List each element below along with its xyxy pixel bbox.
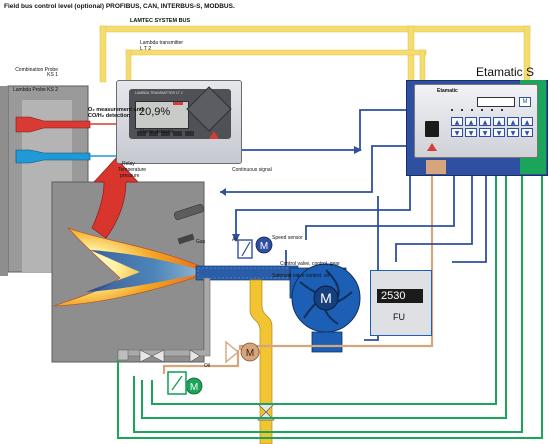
etamatic-display (477, 97, 515, 107)
etamatic-key[interactable]: ▼ (507, 128, 519, 137)
etamatic-key[interactable]: ▲ (493, 117, 505, 126)
lt-red-led (173, 102, 183, 105)
etamatic-indicator-row (451, 109, 503, 111)
gas-supply-pipe (117, 277, 211, 363)
green-motor: M (167, 371, 203, 395)
probe-ks1 (15, 116, 91, 133)
air-label: Air (232, 237, 239, 243)
etamatic-key[interactable]: ▲ (451, 117, 463, 126)
fu-display (377, 289, 423, 303)
lambda-bus-label: Lambda transmitter (140, 40, 184, 46)
frequency-converter: 2530 FU (370, 270, 432, 336)
lt-display-value: 20,9% (139, 106, 171, 118)
fieldbus-heading: Field bus control level (optional) PROFI… (4, 3, 235, 10)
tan-motor: M (225, 340, 260, 364)
tan-signal-lines (162, 172, 434, 374)
blue-signal-lines (220, 109, 487, 341)
etamatic-key[interactable]: ▼ (493, 128, 505, 137)
etamatic-tan-strip (426, 160, 446, 174)
continuous-signal-label: Continuous signal (232, 167, 272, 173)
etamatic-logo-icon (427, 143, 437, 151)
system-bus (99, 25, 531, 83)
lt-key[interactable] (161, 131, 170, 136)
lt-key[interactable] (137, 131, 146, 136)
etamatic-key[interactable]: ▼ (451, 128, 463, 137)
air-motor-label: M (260, 241, 268, 252)
etamatic-key[interactable]: ▲ (465, 117, 477, 126)
etamatic-name: Etamatic S (476, 65, 535, 79)
speed-sensor-label: Speed sensor (272, 235, 303, 241)
etamatic-key[interactable]: ▲ (507, 117, 519, 126)
o2-measurement-label: O₂ measurement and CO/H₂ detection (88, 107, 144, 119)
air-damper-servo: M (237, 236, 273, 259)
lt-panel-title: LAMBDA TRANSMITTER LT 2 (135, 91, 183, 95)
ks1-label: Combination Probe KS 1 (15, 67, 58, 78)
etamatic-key[interactable]: ▲ (479, 117, 491, 126)
etamatic-panel: Etamatic M ▲▲▲▲▲▲▼▼▼▼▼▼ (414, 84, 538, 158)
flame-detector-label: Flame detector (140, 129, 174, 135)
pressure-label: pressure (120, 173, 140, 179)
green-signal-lines (117, 86, 543, 439)
solenoid-label: Solenoid valve control, oil (272, 273, 329, 279)
ks2-label: Lambda Probe KS 2 (12, 87, 58, 93)
temperature-label: Temperature (118, 167, 147, 173)
etamatic-black-button[interactable] (425, 121, 439, 137)
lambda-transmitter-panel: LAMBDA TRANSMITTER LT 2 20,9% (116, 80, 242, 164)
oil-label: Oil (204, 363, 211, 369)
green-motor-label: M (190, 382, 198, 393)
etamatic-panel-title: Etamatic (437, 88, 458, 94)
fu-label: FU (393, 312, 405, 322)
burner-flame (53, 227, 201, 307)
etamatic-keypad: ▲▲▲▲▲▲▼▼▼▼▼▼ (451, 117, 533, 137)
tan-motor-label: M (246, 348, 254, 359)
lt-key[interactable] (173, 131, 182, 136)
damper-label: Control valve, control, gear (280, 261, 340, 267)
lt-logo-icon (209, 131, 219, 139)
lt-key-row (137, 131, 194, 136)
blue-arrows (220, 146, 362, 242)
gas-label: Gas (196, 239, 206, 245)
lt-key[interactable] (185, 131, 194, 136)
fu-display-value: 2530 (381, 290, 406, 302)
etamatic-key[interactable]: ▼ (521, 128, 533, 137)
combustion-air-fan (289, 263, 361, 353)
probe-ks2 (15, 149, 91, 164)
flue-gas-arrow (91, 157, 139, 239)
etamatic-key[interactable]: ▼ (465, 128, 477, 137)
etamatic-key[interactable]: ▼ (479, 128, 491, 137)
system-bus-label: LAMTEC SYSTEM BUS (130, 18, 191, 24)
etamatic-m-key[interactable]: M (519, 97, 531, 107)
etamatic-key[interactable]: ▲ (521, 117, 533, 126)
relay-label: Relay (122, 161, 135, 167)
lt-key[interactable] (149, 131, 158, 136)
gas-lance (173, 204, 205, 245)
lt-display (135, 101, 189, 129)
lt-bus-label: L T 2 (140, 46, 152, 52)
fan-motor-label: M (320, 290, 332, 306)
